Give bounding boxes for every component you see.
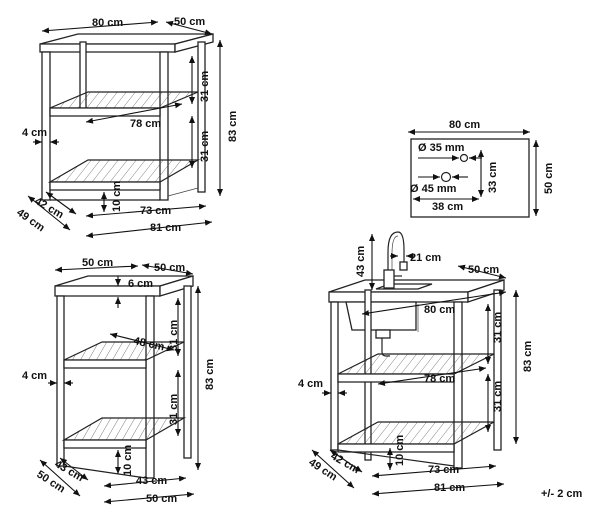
top-plan-width: 80 cm: [449, 119, 480, 131]
cart-large-shelf-gap-lower: 31 cm: [199, 131, 211, 162]
cart-sink-shelf-width: 78 cm: [424, 373, 455, 385]
cart-sink: 43 cm 21 cm 50 cm 80 cm 83 cm 31 cm 31 c…: [298, 231, 534, 497]
cart-large-shelf-width: 78 cm: [130, 118, 161, 130]
cart-sink-top-length: 80 cm: [424, 304, 455, 316]
cart-small-top-width: 50 cm: [154, 262, 185, 274]
top-plan: 80 cm 50 cm Ø 35 mm Ø 45 mm 33 cm 38 cm: [408, 119, 555, 218]
top-plan-hole-small: Ø 35 mm: [418, 142, 465, 154]
cart-small-shelf-gap-upper: 31 cm: [168, 320, 180, 351]
cart-large-bottom-clearance: 10 cm: [111, 181, 123, 212]
cart-small-top-depth: 50 cm: [82, 257, 113, 269]
cart-sink-faucet-reach: 21 cm: [410, 252, 441, 264]
cart-small-bottom-clearance: 10 cm: [122, 445, 134, 476]
cart-large: 80 cm 50 cm 83 cm 31 cm 31 cm 78 cm 4 cm…: [14, 16, 239, 239]
cart-small-height: 83 cm: [204, 359, 216, 390]
tolerance-note: +/- 2 cm: [541, 488, 582, 500]
cart-sink-faucet-height: 43 cm: [355, 246, 367, 277]
top-plan-offset-horizontal: 38 cm: [432, 201, 463, 213]
cart-large-shelf-gap-upper: 31 cm: [199, 71, 211, 102]
hole-small-icon: [459, 153, 469, 163]
cart-sink-shelf-gap-lower: 31 cm: [492, 381, 504, 412]
cart-sink-outer-length: 81 cm: [434, 482, 465, 494]
cart-small: 50 cm 50 cm 6 cm 48 cm 83 cm 31 cm 31 cm…: [22, 257, 216, 505]
top-plan-offset-vertical: 33 cm: [487, 162, 499, 193]
faucet-icon: [387, 231, 405, 288]
cart-large-top-width: 50 cm: [174, 16, 205, 28]
cart-small-inner-length: 43 cm: [136, 475, 167, 487]
cart-sink-shelf-gap-upper: 31 cm: [492, 312, 504, 343]
cart-small-top-thickness: 6 cm: [128, 278, 153, 290]
cart-sink-bottom-clearance: 10 cm: [394, 435, 406, 466]
cart-sink-inner-length: 73 cm: [428, 464, 459, 476]
cart-large-height: 83 cm: [227, 111, 239, 142]
cart-small-shelf-gap-lower: 31 cm: [168, 394, 180, 425]
cart-small-outer-length: 50 cm: [146, 493, 177, 505]
top-plan-hole-large: Ø 45 mm: [410, 183, 457, 195]
cart-large-outer-length: 81 cm: [150, 222, 181, 234]
cart-large-inner-length: 73 cm: [140, 205, 171, 217]
top-plan-depth: 50 cm: [543, 163, 555, 194]
cart-sink-top-width: 50 cm: [468, 264, 499, 276]
cart-sink-height: 83 cm: [522, 341, 534, 372]
cart-large-top-depth: 80 cm: [92, 17, 123, 29]
cart-large-leg: 4 cm: [22, 127, 47, 139]
cart-small-leg: 4 cm: [22, 370, 47, 382]
cart-sink-leg: 4 cm: [298, 378, 323, 390]
hole-large-icon: [440, 171, 452, 183]
